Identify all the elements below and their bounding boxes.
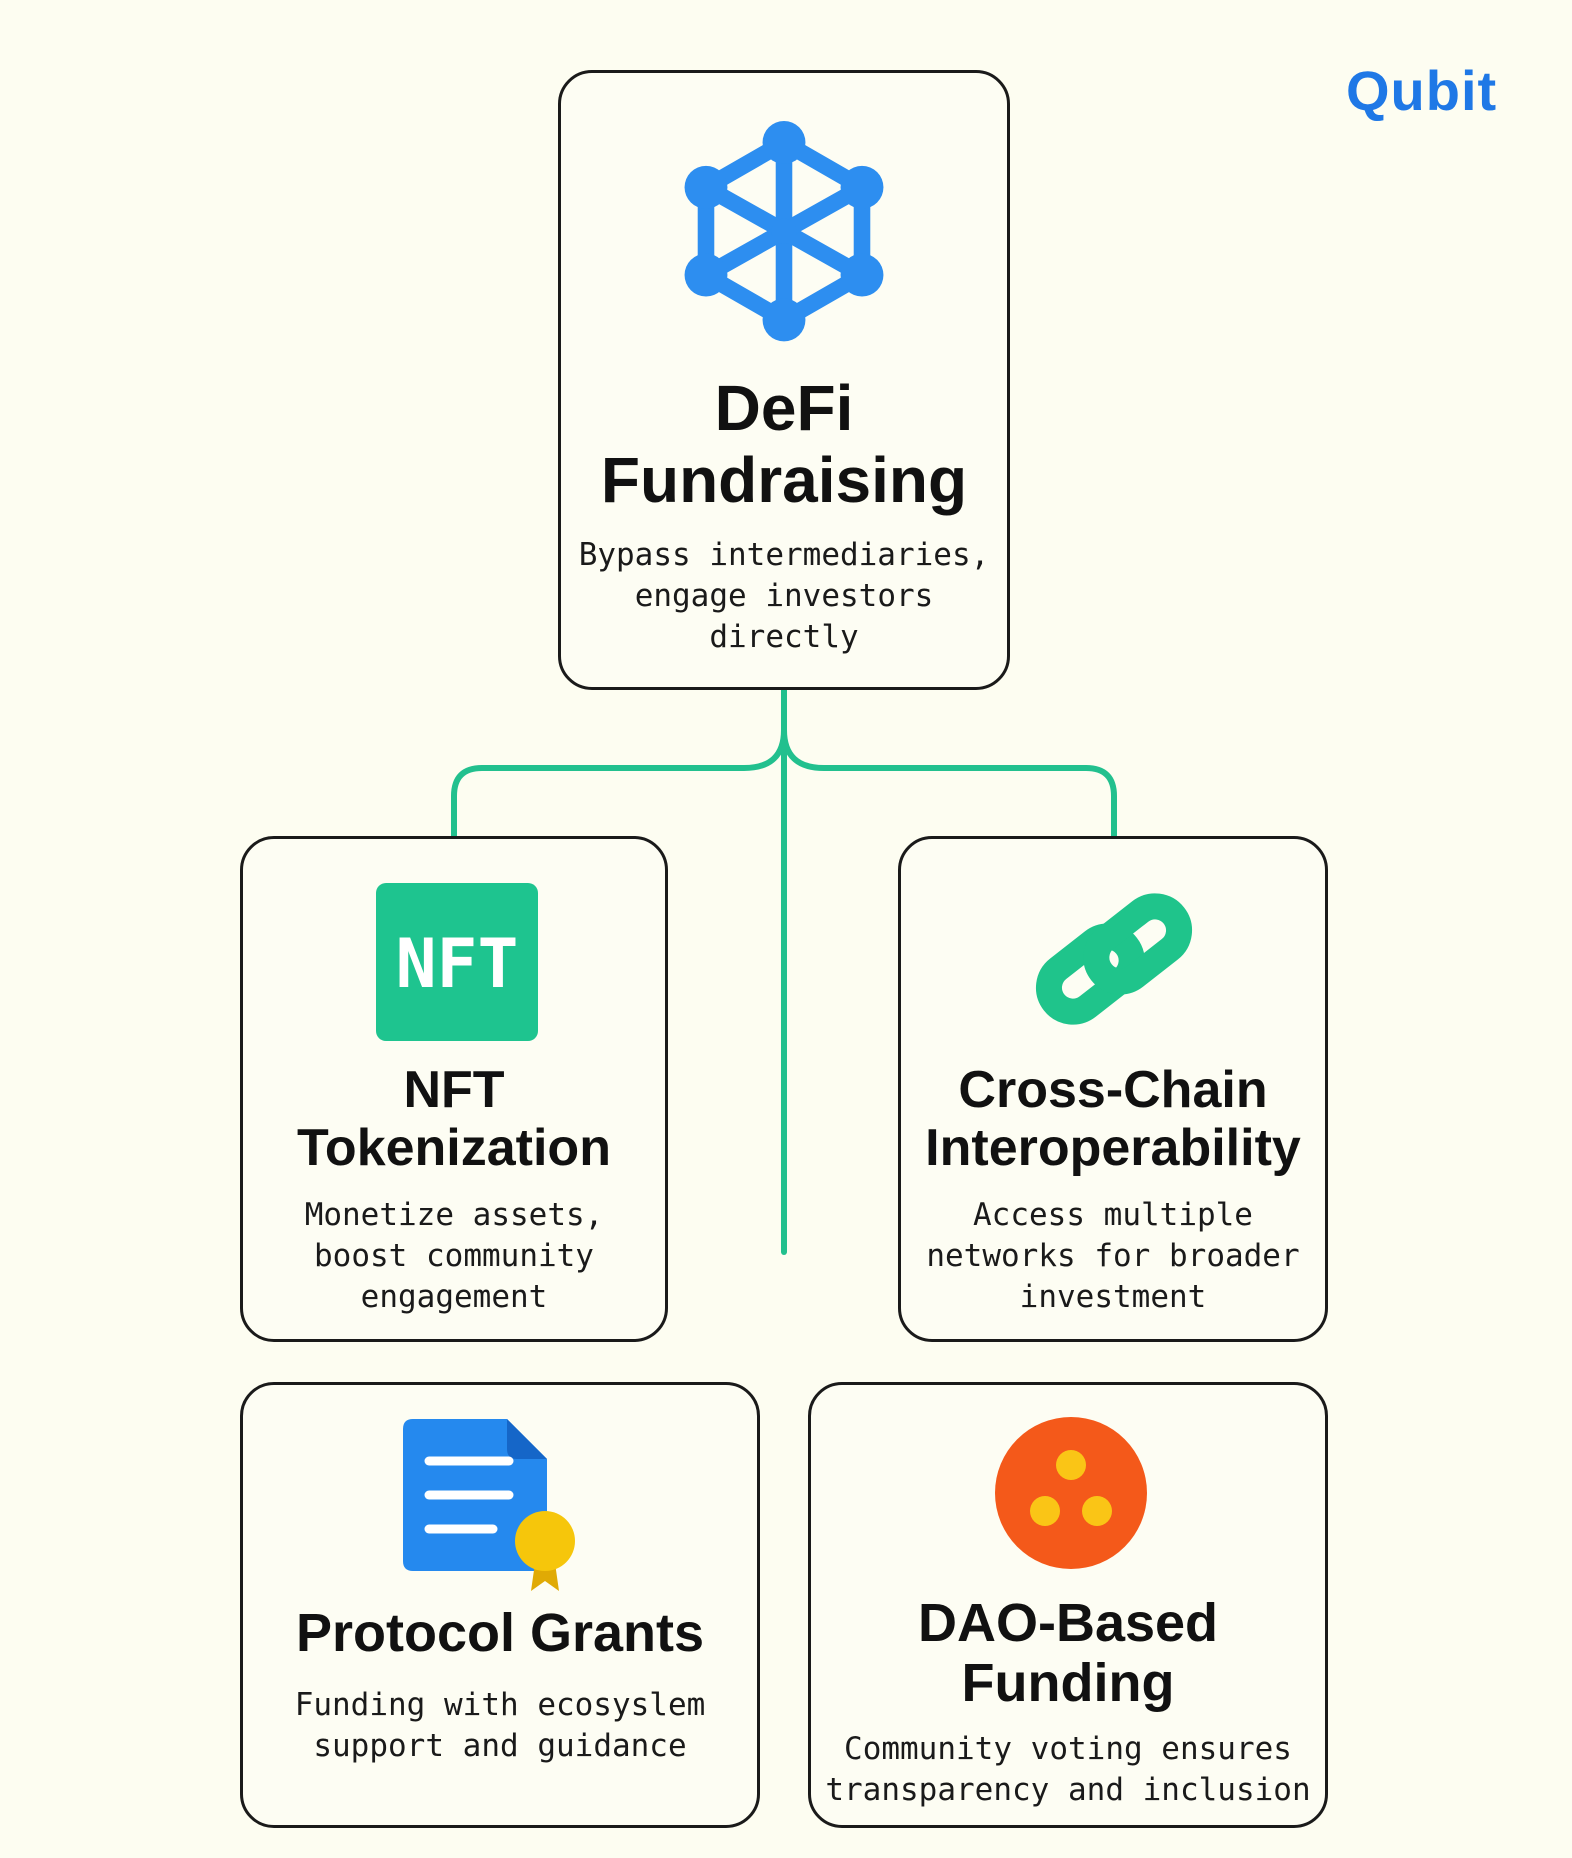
nft-title: NFT Tokenization xyxy=(243,1061,665,1177)
grants-title-line-1: Protocol Grants xyxy=(295,1603,705,1663)
cross-chain-title: Cross-Chain Interoperability xyxy=(901,1061,1325,1177)
nft-description: Monetize assets, boost community engagem… xyxy=(243,1195,665,1318)
root-description: Bypass intermediaries, engage investors … xyxy=(561,535,1007,658)
root-desc-line-2: engage investors xyxy=(634,577,934,614)
brand-logo: Qubit xyxy=(1346,58,1497,123)
cross-chain-description: Access multiple networks for broader inv… xyxy=(901,1195,1325,1318)
connector-right-branch xyxy=(781,729,1117,836)
protocol-grants-card: Protocol Grants Funding with ecosyslem s… xyxy=(240,1382,760,1828)
cross-chain-title-line-2: Interoperability xyxy=(925,1119,1301,1178)
dao-title: DAO-Based Funding xyxy=(811,1593,1325,1714)
dao-description: Community voting ensures transparency an… xyxy=(811,1729,1325,1811)
cross-chain-desc-line-3: investment xyxy=(1019,1278,1207,1315)
grants-description: Funding with ecosyslem support and guida… xyxy=(243,1685,757,1767)
network-cube-icon xyxy=(684,121,884,342)
nft-desc-line-1: Monetize assets, xyxy=(304,1197,604,1233)
root-title-line-1: DeFi xyxy=(714,372,854,444)
grants-desc-line-2: support and guidance xyxy=(313,1727,687,1764)
root-desc-line-3: directly xyxy=(709,618,859,655)
root-title-line-2: Fundraising xyxy=(600,443,968,516)
cross-chain-card: Cross-Chain Interoperability Access mult… xyxy=(898,836,1328,1342)
chain-link-icon xyxy=(1035,893,1193,1025)
nft-title-line-2: Tokenization xyxy=(297,1119,611,1178)
grants-title: Protocol Grants xyxy=(243,1603,757,1663)
grants-desc-line-1: Funding with ecosyslem xyxy=(294,1687,706,1723)
nft-badge-icon: NFT xyxy=(376,883,538,1041)
cross-chain-desc-line-2: networks for broader xyxy=(926,1237,1300,1274)
dao-desc-line-2: transparency and inclusion xyxy=(825,1771,1311,1808)
dao-title-line-2: Funding xyxy=(961,1653,1175,1714)
nft-title-line-1: NFT xyxy=(403,1061,505,1119)
connector-left-branch xyxy=(451,729,787,836)
document-seal-icon xyxy=(403,1419,575,1591)
dao-title-line-1: DAO-Based xyxy=(917,1593,1219,1653)
nft-tokenization-card: NFT NFT Tokenization Monetize assets, bo… xyxy=(240,836,668,1342)
defi-fundraising-card: DeFi Fundraising Bypass intermediaries, … xyxy=(558,70,1010,690)
dao-circle-icon xyxy=(995,1417,1147,1569)
dao-desc-line-1: Community voting ensures xyxy=(844,1731,1292,1767)
root-title: DeFi Fundraising xyxy=(561,372,1007,516)
root-desc-line-1: Bypass intermediaries, xyxy=(578,537,990,573)
brand-logo-text: Qubit xyxy=(1346,59,1498,122)
nft-desc-line-2: boost community xyxy=(314,1237,594,1274)
nft-desc-line-3: engagement xyxy=(360,1278,548,1315)
nft-badge-text: NFT xyxy=(396,925,519,1004)
cross-chain-desc-line-1: Access multiple xyxy=(973,1197,1253,1233)
cross-chain-title-line-1: Cross-Chain xyxy=(958,1061,1268,1119)
dao-funding-card: DAO-Based Funding Community voting ensur… xyxy=(808,1382,1328,1828)
